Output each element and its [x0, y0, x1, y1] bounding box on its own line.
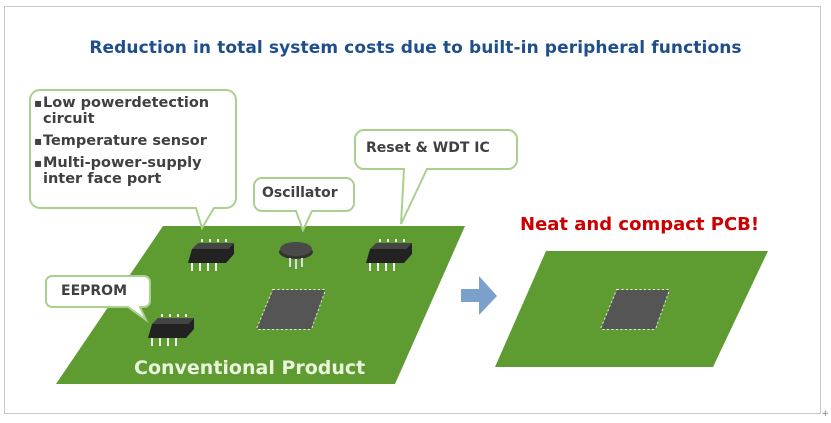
conventional-product-label: Conventional Product	[134, 357, 366, 379]
oscillator-label: Oscillator	[262, 185, 338, 201]
resize-handle-icon[interactable]: +	[821, 409, 829, 419]
callout-reset-wdt	[354, 129, 518, 225]
diagram-title: Reduction in total system costs due to b…	[89, 38, 742, 58]
conventional-pcb-board	[56, 226, 465, 384]
mcu-chip-conventional	[255, 289, 327, 330]
callout-eeprom	[45, 275, 151, 324]
eeprom-chip	[148, 314, 194, 346]
mcu-chip-compact	[599, 289, 671, 330]
arrow-right-icon	[461, 276, 497, 315]
list-item: ▪Multi-power-supply inter face port	[34, 155, 202, 187]
callout-oscillator	[253, 177, 355, 233]
peripheral-ic-chip	[188, 239, 234, 271]
compact-pcb-headline: Neat and compact PCB!	[520, 214, 760, 235]
reset-wdt-label: Reset & WDT IC	[366, 140, 490, 156]
peripheral-functions-list: ▪Low powerdetection circuit ▪Temperature…	[34, 95, 233, 193]
eeprom-label: EEPROM	[61, 283, 128, 299]
callout-peripheral-functions	[29, 89, 237, 231]
reset-wdt-ic-chip	[366, 239, 412, 271]
oscillator-component	[279, 242, 313, 269]
list-item: ▪Temperature sensor	[34, 133, 207, 149]
list-item: ▪Low powerdetection circuit	[34, 95, 210, 127]
